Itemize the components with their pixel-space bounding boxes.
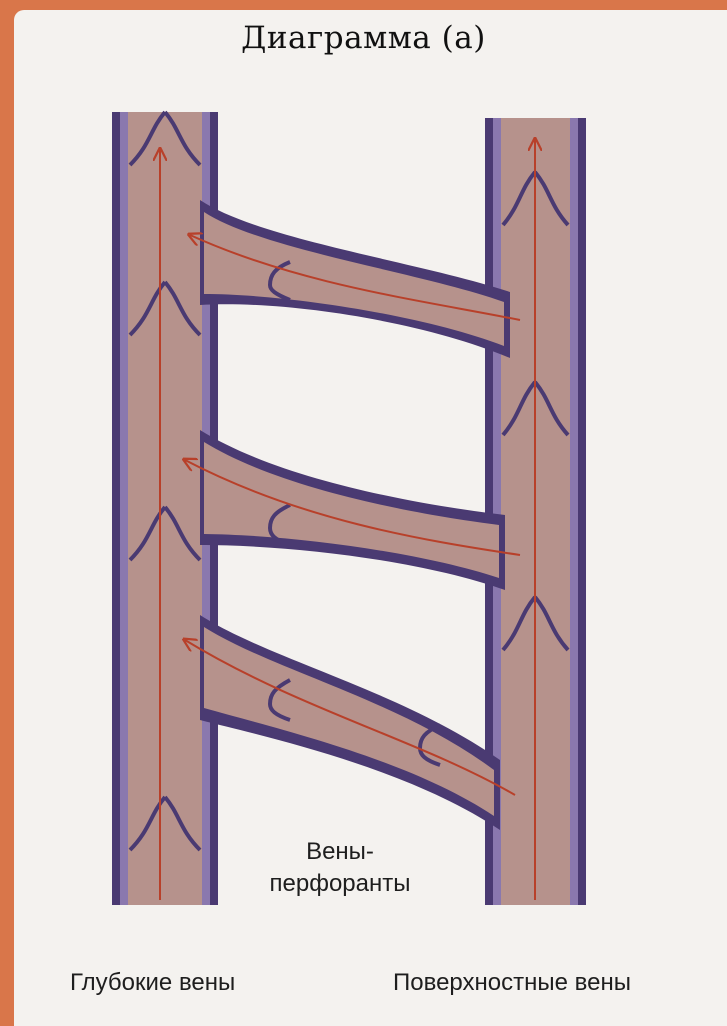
diagram-title: Диаграмма (а) — [0, 20, 727, 56]
superficial-veins-label: Поверхностные вены — [393, 969, 631, 997]
perforator-veins-label-line1: Вены- — [250, 836, 430, 868]
deep-veins-label: Глубокие вены — [70, 969, 235, 997]
perforator-vein-1 — [200, 200, 510, 358]
perforator-veins-label-line2: перфоранты — [250, 868, 430, 900]
perforator-veins-label: Вены- перфоранты — [250, 836, 430, 900]
perforator-vein-2 — [200, 430, 505, 590]
perforator-vein-3 — [200, 615, 500, 830]
